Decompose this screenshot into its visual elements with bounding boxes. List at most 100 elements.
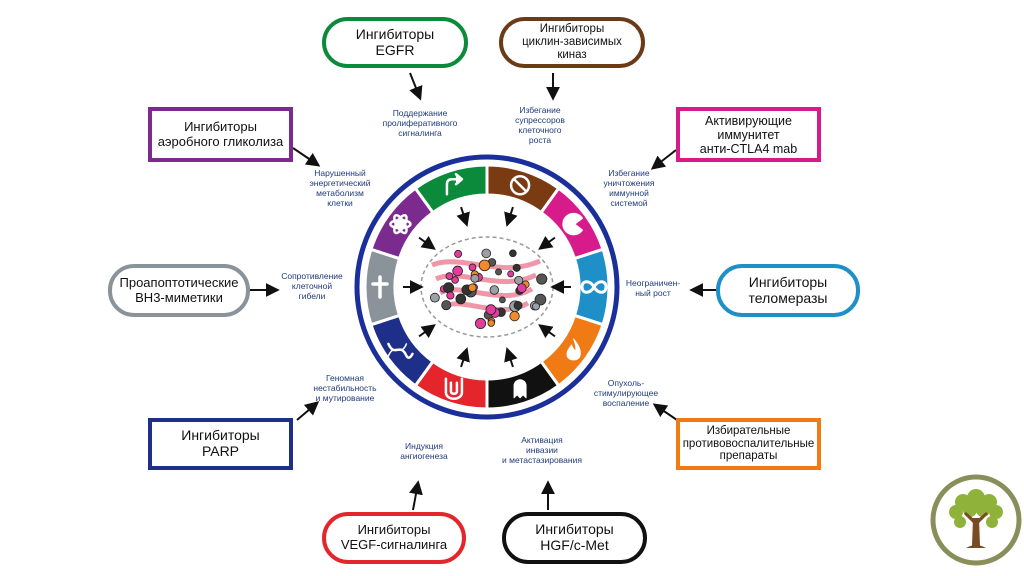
drug-glycolysis-line2: аэробного гликолиза — [157, 133, 284, 149]
hallmark-label-replicative: Неограничен-ный рост — [618, 278, 688, 298]
arrow-ctla4 — [650, 149, 677, 170]
atom-icon — [389, 213, 412, 235]
label-metabolism-2: энергетический — [309, 178, 371, 189]
drug-arrows — [250, 72, 716, 511]
label-inflammation-2: стимулирующее — [593, 388, 659, 399]
label-invasion-3: и метастазирования — [502, 455, 582, 466]
tumor-cell — [487, 319, 495, 327]
drug-egfr-line1: Ингибиторы — [355, 25, 435, 42]
label-proliferative-1: Поддержание — [392, 108, 448, 118]
label-genome-3: и мутирование — [315, 393, 375, 404]
tumor-cell — [514, 275, 524, 285]
tumor-cell — [451, 276, 459, 284]
drug-vegf-line1: Ингибиторы — [357, 522, 431, 538]
drug-cdk-line3: киназ — [557, 48, 587, 61]
tumor-cell — [470, 273, 480, 283]
label-suppressors-1: Избегание — [519, 105, 561, 115]
logo-foliage — [949, 489, 1003, 528]
tumor-cell — [495, 268, 503, 276]
drug-antiinflam-line3: препараты — [719, 450, 778, 463]
tumor-cell — [468, 263, 477, 272]
label-angiogenesis-1: Индукция — [405, 441, 443, 451]
drug-hgf-line2: HGF/c-Met — [540, 537, 609, 553]
label-angiogenesis-2: ангиогенеза — [400, 451, 448, 462]
label-proliferative-2: пролиферативного — [382, 118, 458, 129]
tumor-cell — [429, 292, 440, 303]
tumor-cell — [446, 291, 455, 300]
drug-vegf-line2: VEGF-сигналинга — [340, 537, 448, 552]
label-death-2: клеточной — [291, 281, 333, 292]
label-genome-2: нестабильность — [313, 383, 377, 394]
tumor-cell — [455, 293, 467, 305]
dna-icon — [387, 342, 414, 359]
inner-arrow-proliferative — [456, 206, 470, 227]
tumor-cell — [445, 272, 454, 280]
logo-trunk — [964, 512, 988, 548]
drug-telomerase-line1: Ингибиторы — [748, 273, 828, 290]
label-suppressors-2: супрессоров — [515, 115, 565, 126]
tumor-cell — [513, 300, 523, 310]
drug-cdk-line1: Ингибиторы — [539, 23, 605, 36]
label-inflammation-3: воспаление — [602, 398, 650, 409]
tumor-cell — [509, 310, 520, 322]
inner-arrow-suppressors — [504, 206, 518, 227]
label-invasion-2: инвазии — [526, 445, 558, 456]
inner-arrow-genome — [418, 324, 436, 339]
wheel-segment-death — [363, 247, 402, 327]
drug-ctla4-line3: анти-CTLA4 mab — [699, 141, 798, 156]
tumor-cell — [536, 273, 548, 285]
label-metabolism-3: метаболизм — [316, 188, 364, 199]
inner-arrow-immune — [538, 235, 556, 250]
label-immune-1: Избегание — [608, 168, 650, 178]
drug-ctla4-line1: Активирующие — [705, 113, 792, 128]
wheel-segment-replicative — [572, 247, 611, 327]
pacman-icon — [562, 212, 583, 236]
inner-arrow-inflammation — [538, 324, 556, 339]
tumor-cell — [478, 259, 491, 272]
drug-parp-line1: Ингибиторы — [181, 427, 260, 444]
drug-antiinflam-line2: противовоспалительные — [682, 437, 815, 450]
label-metabolism-1: Нарушенный — [314, 168, 366, 178]
infinity-icon — [580, 280, 608, 294]
no-entry-icon — [509, 174, 531, 196]
tumor-cell — [489, 285, 500, 295]
label-metabolism-4: клетки — [327, 198, 353, 209]
tumor-illustration — [420, 236, 554, 338]
tumor-cell — [512, 263, 521, 272]
label-suppressors-4: роста — [528, 135, 552, 146]
inner-arrows — [403, 206, 571, 368]
label-death-1: Сопротивление — [281, 271, 343, 281]
drug-bh3-line1: Проапоптотические — [119, 274, 239, 290]
tumor-cells — [429, 248, 548, 330]
tumor-cell — [507, 270, 515, 278]
label-replicative-2: ный рост — [635, 288, 671, 299]
flame-icon — [566, 338, 581, 361]
drug-parp-line2: PARP — [201, 443, 240, 459]
tumor-cell — [509, 249, 517, 258]
drug-ctla4-line2: иммунитет — [717, 127, 780, 142]
tumor-cell — [474, 317, 487, 330]
arrow-glycolysis — [292, 147, 321, 167]
drug-telomerase-line2: теломеразы — [748, 289, 828, 306]
tumor-cell — [498, 296, 506, 304]
arrow-vegf — [409, 480, 423, 511]
arrow-antiinflam — [652, 403, 678, 421]
arrow-parp — [296, 401, 320, 421]
tumor-cell — [531, 302, 540, 311]
tumor-cell — [481, 248, 492, 259]
inner-arrow-angiogenesis — [456, 347, 470, 368]
tumor-cell — [485, 304, 497, 316]
